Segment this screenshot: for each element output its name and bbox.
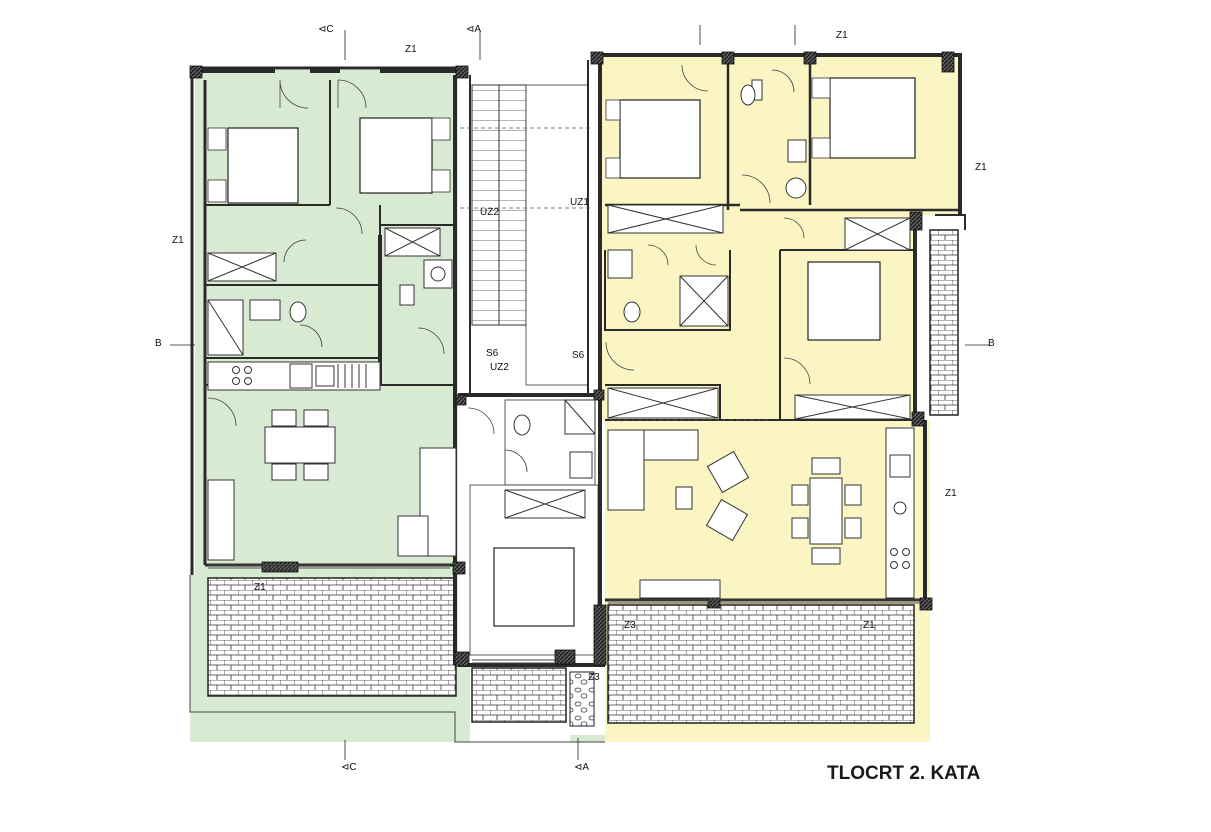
kitchen-right — [885, 427, 915, 599]
living-right — [607, 429, 750, 599]
dashed-lines — [208, 127, 770, 569]
walls — [190, 53, 966, 667]
svg-text:Z1: Z1 — [975, 162, 987, 173]
apartment-left-fill — [190, 70, 605, 742]
bathroom-fixtures — [207, 79, 807, 479]
section-marker-a-top: ⊲A — [466, 24, 481, 35]
svg-text:Z1: Z1 — [836, 30, 848, 41]
section-cut-lines — [170, 25, 990, 760]
section-marker-b-left: B — [155, 338, 162, 349]
svg-text:Z1: Z1 — [405, 44, 417, 55]
svg-text:UZ2: UZ2 — [480, 207, 499, 218]
sofa-left — [207, 447, 457, 561]
svg-text:Z3: Z3 — [588, 672, 600, 683]
wardrobes — [207, 204, 911, 519]
svg-text:UZ1: UZ1 — [570, 197, 589, 208]
section-marker-c-top: ⊲C — [318, 24, 334, 35]
svg-text:Z1: Z1 — [172, 235, 184, 246]
balcony-strip-right — [929, 229, 959, 416]
terrace-outline — [189, 575, 605, 743]
columns — [189, 51, 955, 667]
section-marker-b-right: B — [988, 338, 995, 349]
planter-stones — [569, 671, 595, 727]
stairwell — [471, 84, 589, 386]
window-lines — [208, 564, 920, 664]
zone-tags: Z1 Z1 Z1 Z1 Z1 Z1 Z1 Z3 Z3 UZ1 UZ2 UZ2 S… — [172, 30, 987, 683]
svg-text:UZ2: UZ2 — [490, 362, 509, 373]
terrace-middle — [471, 667, 567, 723]
drawing-title: TLOCRT 2. KATA — [827, 763, 981, 784]
section-marker-c-bottom: ⊲C — [341, 762, 357, 773]
dining-left — [264, 409, 336, 481]
bed-nightstands — [207, 77, 831, 203]
dining-right — [791, 457, 862, 565]
section-marker-a-bottom: ⊲A — [574, 762, 589, 773]
door-swings — [207, 64, 811, 473]
beds — [227, 77, 916, 627]
terrace-right — [607, 604, 915, 724]
svg-text:S6: S6 — [572, 350, 585, 361]
terrace-left — [207, 577, 457, 697]
svg-text:Z1: Z1 — [863, 620, 875, 631]
kitchen-left — [207, 361, 381, 391]
svg-text:Z1: Z1 — [945, 488, 957, 499]
svg-text:Z3: Z3 — [624, 620, 636, 631]
svg-text:Z1: Z1 — [254, 582, 266, 593]
svg-text:S6: S6 — [486, 348, 499, 359]
